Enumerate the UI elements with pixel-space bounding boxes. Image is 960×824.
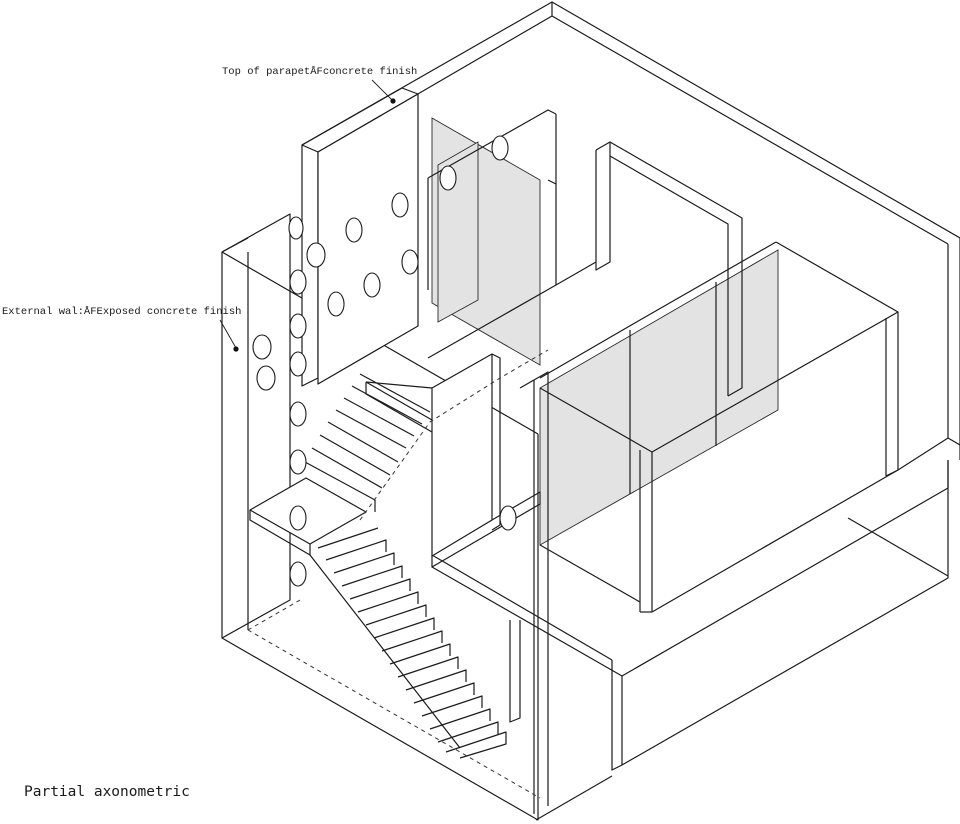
annotation-parapet: Top of parapetÅFconcrete finish — [222, 66, 418, 78]
drawing-caption: Partial axonometric — [24, 784, 190, 800]
hidden-lines — [247, 349, 549, 799]
right-room — [539, 141, 899, 613]
partition-wall — [427, 109, 597, 359]
wall-perforations — [252, 135, 517, 587]
leader-parapet — [371, 79, 396, 104]
stair — [249, 353, 507, 759]
leader-external-wall — [219, 319, 239, 352]
annotation-external-wall: External wal:ÅFExposed concrete finish — [2, 306, 242, 318]
floor-slab — [431, 371, 949, 821]
